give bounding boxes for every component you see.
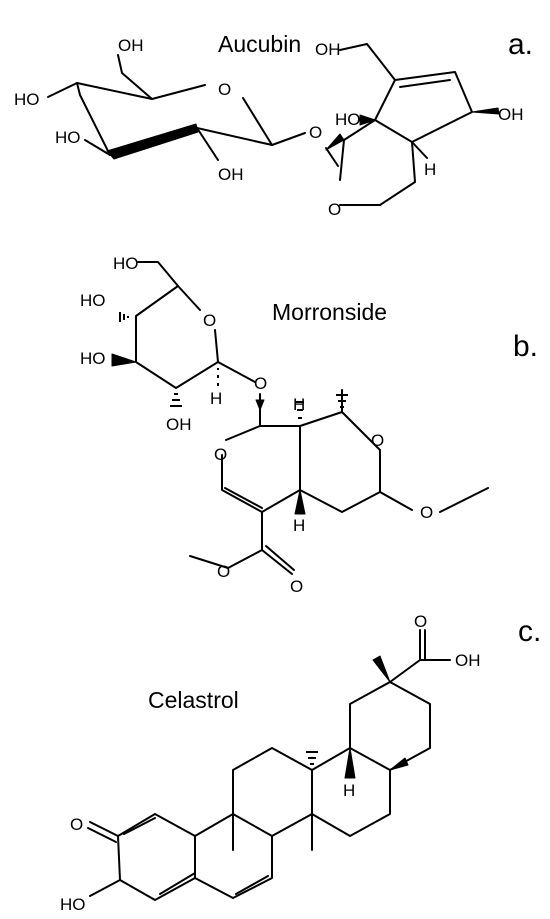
panel-label-b: b. xyxy=(513,330,538,363)
aucubin-structure: Aucubin a. OH HO HO OH O O xyxy=(14,28,533,219)
celastrol-acid-oh: OH xyxy=(455,651,481,670)
morronside-c2-oh-label: OH xyxy=(166,415,192,434)
morronside-structure: Morronside b. HO HO HO OH O xyxy=(80,254,538,596)
morronside-c3-ho-label: HO xyxy=(80,349,106,368)
morronside-name: Morronside xyxy=(272,299,387,325)
aucubin-aglycone-oh-right: OH xyxy=(498,105,524,124)
morronside-aglycone xyxy=(189,389,489,575)
aucubin-ch2oh-label: OH xyxy=(118,36,144,55)
aucubin-aglycone-oh-top: OH xyxy=(315,40,341,59)
morronside-ester-o: O xyxy=(217,562,230,581)
celastrol-h: H xyxy=(343,781,355,800)
aucubin-aglycone xyxy=(325,43,500,206)
aucubin-name: Aucubin xyxy=(218,31,301,57)
morronside-h-bottom: H xyxy=(293,516,305,535)
morronside-h-top: H xyxy=(293,395,305,414)
aucubin-bold-bond xyxy=(106,123,199,160)
morronside-methoxy-o: O xyxy=(420,503,433,522)
celastrol-ho: HO xyxy=(60,895,86,914)
aucubin-c3-ho-label: HO xyxy=(55,128,81,147)
morronside-glycosidic-o-label: O xyxy=(254,374,267,393)
panel-label-c: c. xyxy=(518,615,541,648)
morronside-ch2oh-label: HO xyxy=(113,254,139,273)
aucubin-aglycone-ring-o: O xyxy=(328,200,341,219)
celastrol-carbonyl-o: O xyxy=(70,815,83,834)
aucubin-aglycone-h: H xyxy=(424,160,436,179)
celastrol-structure: Celastrol c. xyxy=(60,612,541,914)
aucubin-ring-o-label: O xyxy=(218,80,231,99)
morronside-lactol-o: O xyxy=(371,431,384,450)
morronside-pyran-o: O xyxy=(214,445,227,464)
celastrol-rings xyxy=(87,629,451,901)
morronside-c4-ho-label: HO xyxy=(80,291,106,310)
aucubin-glycosidic-o-label: O xyxy=(309,123,322,142)
celastrol-name: Celastrol xyxy=(148,687,239,713)
aucubin-c4-ho-label: HO xyxy=(14,90,40,109)
panel-label-a: a. xyxy=(508,28,533,61)
morronside-carbonyl-o: O xyxy=(290,577,303,596)
aucubin-glucose-ring xyxy=(47,54,306,161)
aucubin-aglycone-ho: HO xyxy=(335,110,361,129)
morronside-c1-h-label: H xyxy=(210,389,222,408)
celastrol-acid-carbonyl-o: O xyxy=(414,612,427,631)
morronside-sugar-ring xyxy=(111,261,256,407)
morronside-ring-o-label: O xyxy=(203,311,216,330)
aucubin-c2-oh-label: OH xyxy=(218,165,244,184)
